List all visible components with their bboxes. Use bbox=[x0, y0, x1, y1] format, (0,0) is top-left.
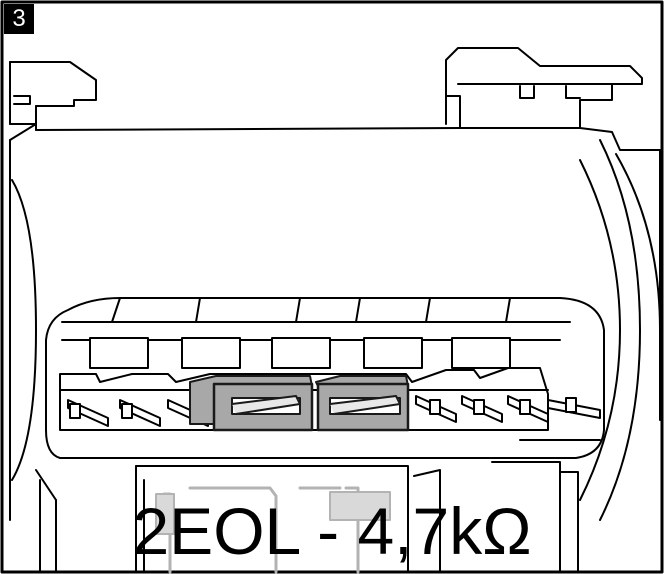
left-mounting-tab bbox=[9, 61, 97, 131]
right-mounting-tab bbox=[445, 47, 643, 129]
step-number-badge: 3 bbox=[4, 4, 34, 34]
lower-board bbox=[39, 461, 579, 574]
resistor-value-caption: 2EOL - 4,7kΩ bbox=[132, 494, 532, 568]
eol-resistor-pair bbox=[189, 375, 410, 432]
housing-body bbox=[9, 123, 661, 521]
